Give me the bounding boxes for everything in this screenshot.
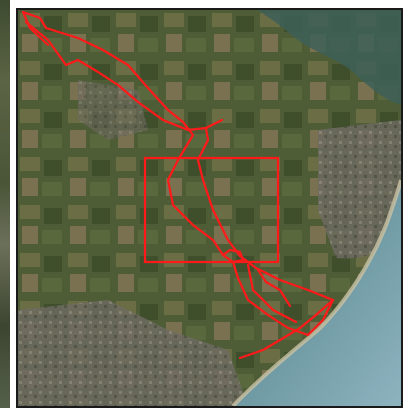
beach-shoreline: [231, 179, 401, 406]
town-area-east: [318, 120, 401, 259]
estuary-water: [258, 10, 401, 105]
sea: [233, 180, 401, 406]
map-panel[interactable]: [16, 8, 403, 408]
highlight-rectangle: [143, 156, 280, 264]
adjacent-panel-strip: [0, 0, 10, 408]
satellite-map[interactable]: [18, 10, 401, 406]
town-area-southwest: [18, 300, 248, 406]
route-line: [21, 10, 335, 360]
